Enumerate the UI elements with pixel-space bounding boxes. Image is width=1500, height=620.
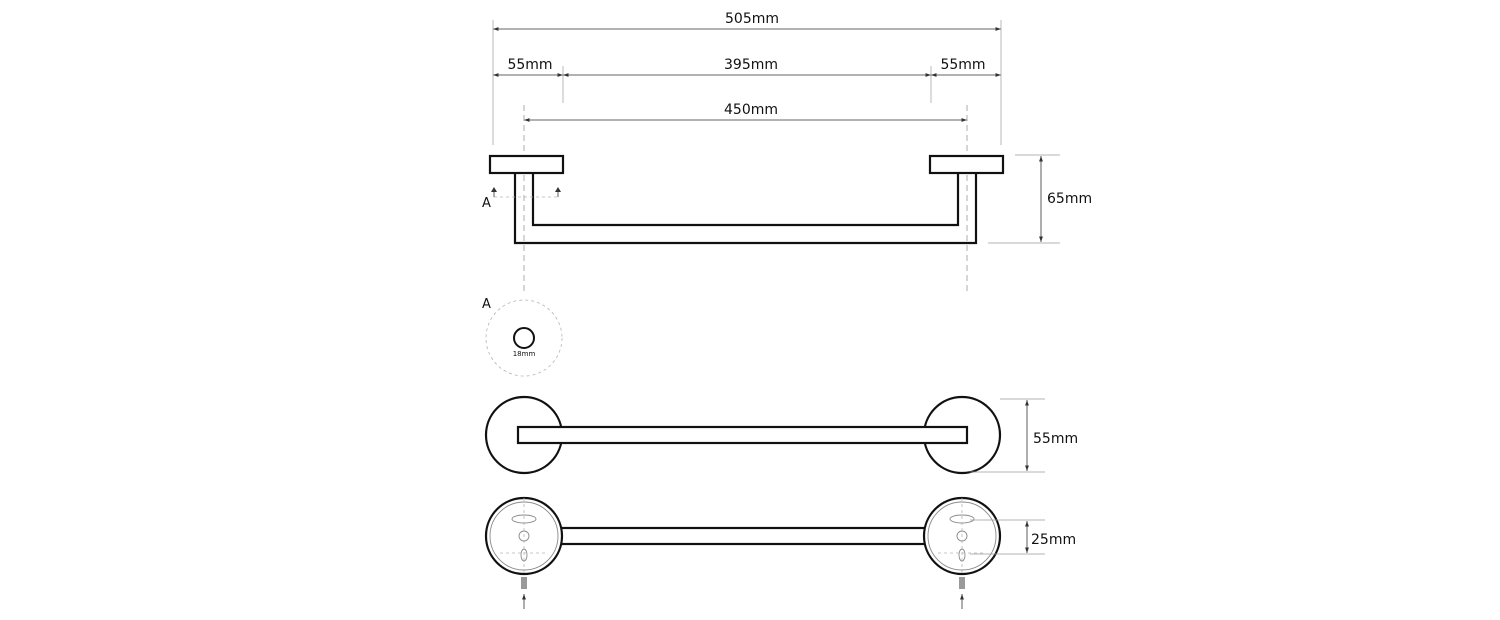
dim-label-base-height: 25mm	[1031, 532, 1076, 548]
extension-lines-top	[492, 20, 1002, 145]
section-title: A	[482, 297, 491, 312]
dimension-base-height: 25mm	[970, 519, 1076, 555]
dimension-center-distance: 450mm	[524, 102, 967, 122]
bar-top	[516, 425, 969, 445]
bar-rear	[553, 526, 935, 546]
top-view	[484, 395, 1002, 475]
section-a-detail: A 18mm	[482, 297, 563, 377]
elevation-view	[488, 154, 1005, 245]
center-lines	[523, 105, 968, 292]
dimension-left-flange: 55mm	[493, 57, 563, 77]
dim-label-bar-length: 395mm	[724, 57, 778, 73]
tube-diameter-label: 18mm	[513, 350, 536, 358]
tube-cross-section	[513, 327, 535, 349]
mounting-view	[484, 496, 1002, 609]
dimension-bar-length: 395mm	[563, 57, 931, 77]
dim-label-right-flange: 55mm	[940, 57, 985, 73]
right-flange-plate	[928, 154, 1005, 175]
section-marker: A	[482, 187, 561, 211]
left-screw	[521, 577, 527, 589]
dimension-flange-diameter: 55mm	[970, 398, 1078, 473]
dim-label-projection: 65mm	[1047, 191, 1092, 207]
section-outline	[485, 299, 563, 377]
towel-bar-profile	[513, 173, 978, 245]
dimension-right-flange: 55mm	[931, 57, 1001, 77]
dim-label-center-distance: 450mm	[724, 102, 778, 118]
left-mount-flange	[484, 496, 564, 609]
dim-label-overall-width: 505mm	[725, 11, 779, 27]
section-mark-label: A	[482, 196, 491, 211]
dim-label-flange-diameter: 55mm	[1033, 431, 1078, 447]
dimension-projection: 65mm	[988, 154, 1092, 244]
right-screw	[959, 577, 965, 589]
dimension-overall-width: 505mm	[493, 11, 1001, 31]
left-flange-plate	[488, 154, 565, 175]
dim-label-left-flange: 55mm	[507, 57, 552, 73]
right-mount-flange	[922, 496, 1002, 609]
